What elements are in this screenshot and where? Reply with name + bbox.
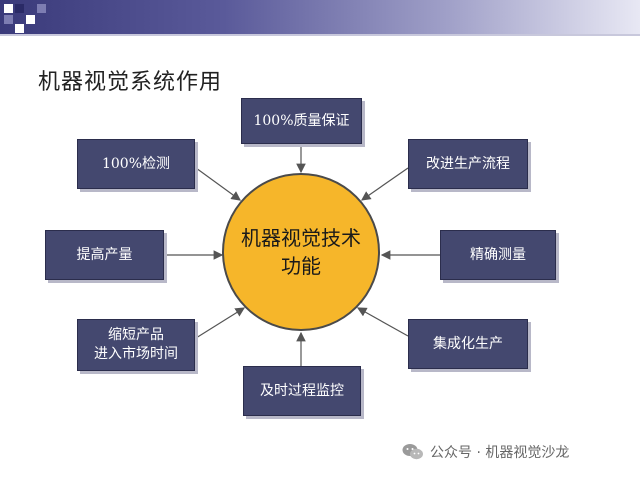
node-output: 提高产量: [45, 230, 164, 280]
node-shorten: 缩短产品 进入市场时间: [77, 319, 195, 371]
node-monitor: 及时过程监控: [243, 366, 361, 416]
header-square: [15, 4, 24, 13]
node-integrate: 集成化生产: [408, 319, 528, 369]
arrow-integrate: [356, 307, 409, 337]
page-title: 机器视觉系统作用: [38, 70, 223, 95]
node-quality: 100%质量保证: [241, 98, 362, 144]
header-square: [15, 24, 24, 33]
header-square: [4, 4, 13, 13]
center-label-line1: 机器视觉技术: [241, 226, 361, 250]
center-label: 机器视觉技术 功能: [241, 224, 361, 280]
header-square: [26, 15, 35, 24]
header-square: [4, 15, 13, 24]
node-inspect: 100%检测: [77, 139, 195, 189]
center-label-line2: 功能: [281, 254, 321, 278]
arrow-shorten: [195, 307, 246, 339]
watermark-text: 公众号 · 机器视觉沙龙: [430, 445, 570, 461]
arrow-inspect: [195, 167, 241, 201]
header-divider: [0, 34, 640, 36]
node-process: 改进生产流程: [408, 139, 528, 189]
node-measure: 精确测量: [440, 230, 556, 280]
wechat-icon: [402, 444, 423, 460]
header-bar: [0, 0, 640, 34]
header-square: [37, 4, 46, 13]
center-circle: 机器视觉技术 功能: [222, 173, 380, 331]
arrow-process: [361, 167, 409, 201]
watermark: 公众号 · 机器视觉沙龙: [402, 440, 569, 464]
